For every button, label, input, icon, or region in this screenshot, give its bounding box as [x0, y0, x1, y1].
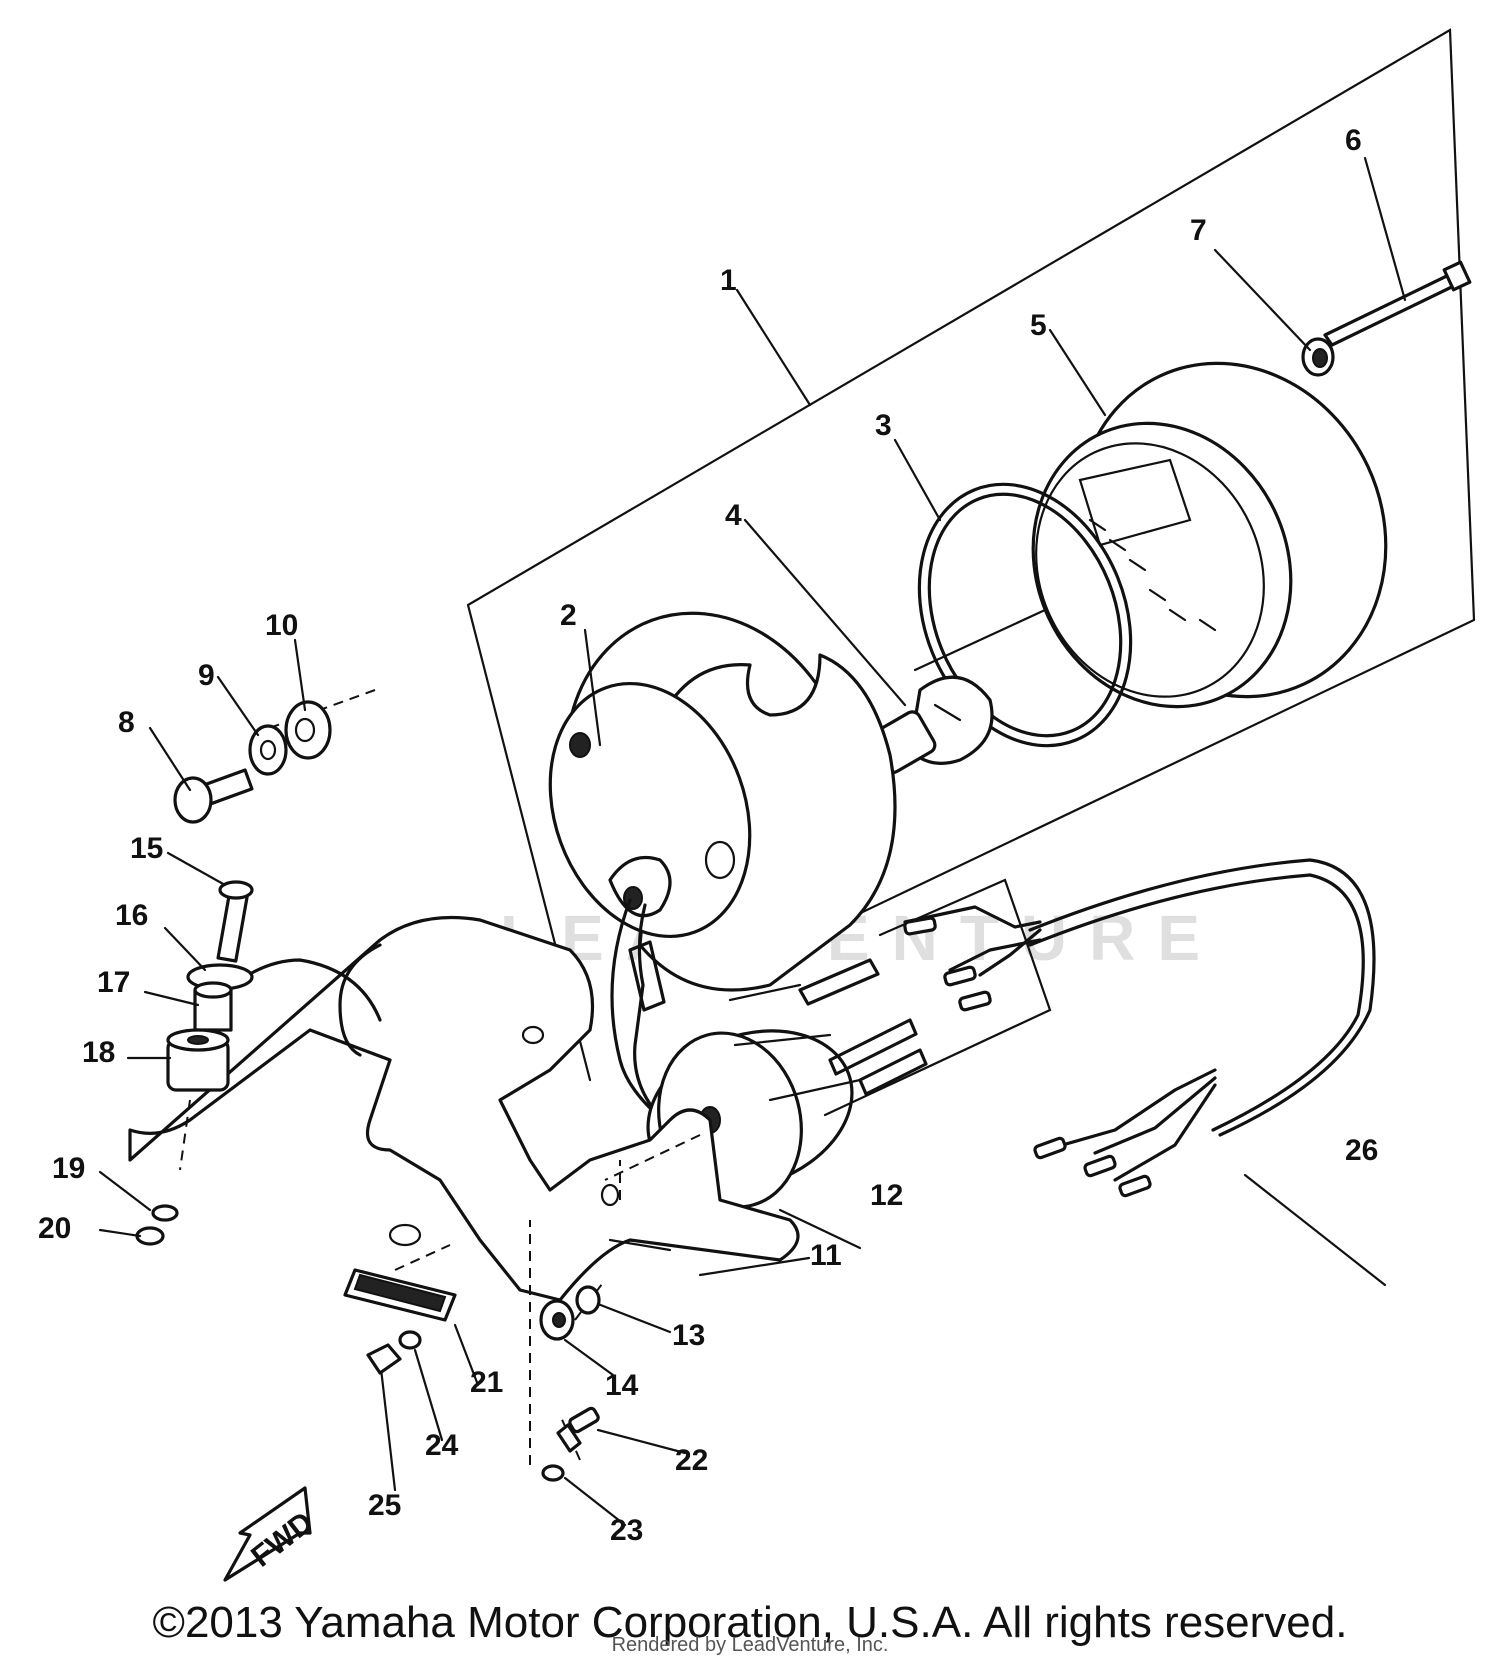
connectors [728, 958, 928, 1102]
part-label-21: 21 [470, 1366, 503, 1399]
part-label-15: 15 [130, 832, 163, 865]
part-label-1: 1 [720, 264, 737, 297]
part-label-18: 18 [82, 1036, 115, 1069]
washer-23 [541, 1464, 565, 1482]
part-label-9: 9 [198, 659, 215, 692]
part-label-24: 24 [425, 1429, 459, 1462]
collar-17 [193, 981, 233, 1032]
lens-5 [1031, 361, 1388, 709]
grommet-18 [166, 1028, 230, 1092]
washer-10 [284, 700, 332, 760]
part-label-26: 26 [1345, 1134, 1378, 1167]
washer-19 [151, 1204, 179, 1222]
part-label-11: 11 [810, 1239, 842, 1272]
connector-inset [823, 878, 1052, 1117]
part-label-4: 4 [725, 499, 742, 532]
part-label-22: 22 [675, 1444, 708, 1477]
part-label-23: 23 [610, 1514, 643, 1547]
nut-7 [1301, 337, 1335, 377]
washer-9 [248, 724, 288, 776]
part-label-16: 16 [115, 899, 148, 932]
bolt-8 [173, 768, 254, 824]
washer-13 [575, 1285, 601, 1315]
screw-6 [1323, 260, 1472, 347]
part-label-6: 6 [1345, 124, 1362, 157]
part-label-19: 19 [52, 1152, 85, 1185]
part-labels: 1 2 3 4 5 6 7 8 9 10 11 12 13 14 15 16 1… [38, 124, 1378, 1547]
part-label-7: 7 [1190, 214, 1207, 247]
part-label-3: 3 [875, 409, 892, 442]
part-label-13: 13 [672, 1319, 705, 1352]
guide-line-25 [378, 1358, 397, 1492]
part-label-25: 25 [368, 1489, 401, 1522]
housing-2 [548, 611, 897, 992]
leader-lines [98, 156, 1407, 1527]
part-label-20: 20 [38, 1212, 71, 1245]
part-label-5: 5 [1030, 309, 1047, 342]
bolt-15 [216, 880, 254, 963]
part-label-17: 17 [97, 966, 130, 999]
part-label-14: 14 [605, 1369, 639, 1402]
bracket-11 [128, 915, 800, 1302]
part-label-8: 8 [118, 706, 135, 739]
axis-line [913, 608, 1047, 672]
part-label-2: 2 [560, 599, 577, 632]
nut-25 [366, 1343, 402, 1375]
copyright-notice: ©2013 Yamaha Motor Corporation, U.S.A. A… [152, 1598, 1348, 1647]
reflector-21 [343, 1268, 457, 1322]
screw-22 [556, 1406, 600, 1453]
part-label-12: 12 [870, 1179, 903, 1212]
wire-harness-26 [903, 858, 1376, 1198]
nut-14 [539, 1299, 575, 1341]
fwd-arrow: FWD [223, 1486, 319, 1582]
wire-sleeve [628, 940, 666, 1012]
part-label-10: 10 [265, 609, 298, 642]
washer-24 [398, 1330, 422, 1350]
gasket-3 [917, 482, 1133, 748]
rendered-by-notice: Rendered by LeadVenture, Inc. [611, 1634, 889, 1656]
